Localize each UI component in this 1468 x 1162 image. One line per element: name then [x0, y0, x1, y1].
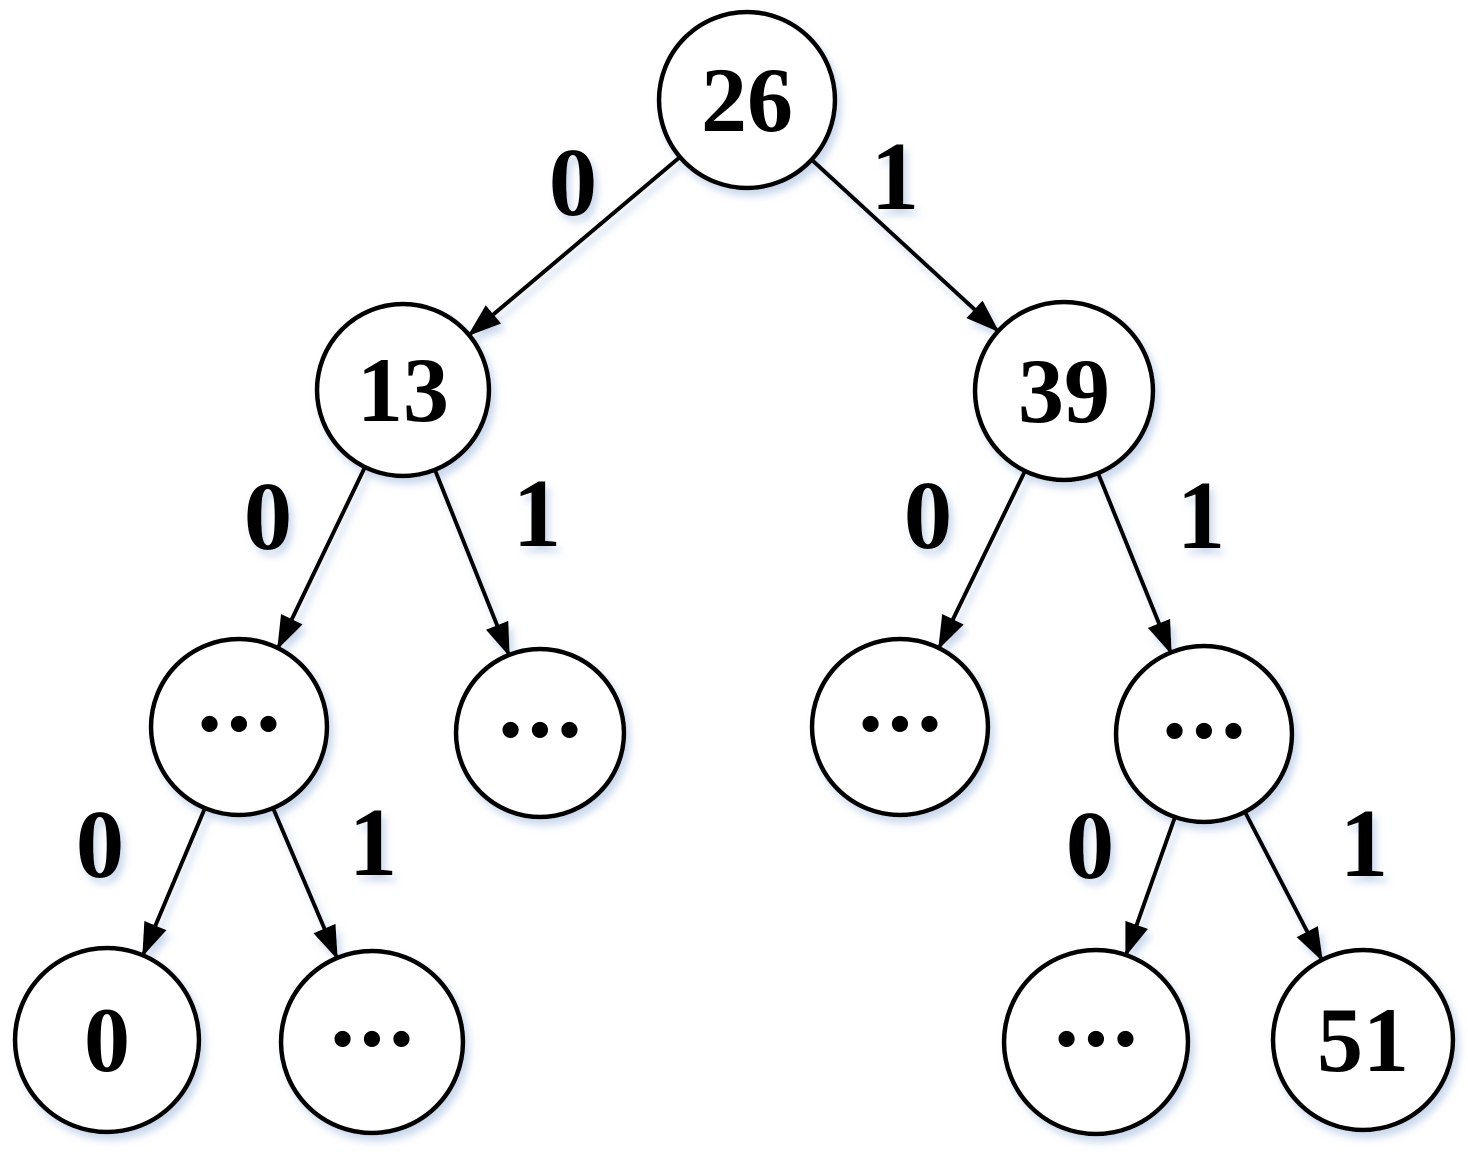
edge-rr-left [1124, 816, 1177, 957]
node-leaf-51-label: 51 [1317, 989, 1409, 1091]
node-ellipsis-rl-label: ••• [856, 698, 944, 752]
node-ellipsis-rl: ••• [809, 636, 991, 818]
node-leaf-0-label: 0 [84, 989, 130, 1091]
node-ellipsis-ll: ••• [148, 636, 330, 818]
node-ellipsis-llr-label: ••• [328, 1013, 416, 1067]
edge-label-13-left: 0 [244, 463, 293, 570]
node-13: 13 [314, 301, 492, 479]
node-leaf-51: 51 [1270, 947, 1456, 1133]
node-leaf-0-circle [12, 945, 202, 1135]
node-root: 26 [656, 9, 838, 191]
edge-label-13-right: 1 [513, 460, 562, 567]
node-ellipsis-lr: ••• [453, 646, 627, 820]
node-ellipsis-llr: ••• [278, 948, 466, 1136]
edge-ll-right [271, 807, 339, 960]
edge-rr-right [1243, 811, 1324, 962]
node-ellipsis-rl-circle [809, 636, 991, 818]
node-ellipsis-rrl-label: ••• [1052, 1013, 1140, 1067]
edge-label-rr-right: 1 [1340, 790, 1389, 897]
edge-label-ll-left: 0 [76, 791, 125, 898]
node-ellipsis-ll-label: ••• [195, 698, 283, 752]
node-13-circle [314, 301, 492, 479]
edge-13-right [433, 469, 511, 657]
node-39-label: 39 [1018, 340, 1110, 442]
edge-root-to-39 [810, 158, 1000, 333]
node-39-circle [972, 299, 1156, 483]
node-13-label: 13 [357, 339, 449, 441]
edge-label-ll-right: 1 [349, 789, 398, 896]
node-ellipsis-llr-circle [278, 948, 466, 1136]
edge-13-left [276, 466, 367, 650]
tree-edge-labels: 0 1 0 1 0 1 0 1 0 1 [76, 123, 1389, 899]
node-leaf-51-circle [1270, 947, 1456, 1133]
node-leaf-0: 0 [12, 945, 202, 1135]
edge-root-to-13 [467, 155, 682, 337]
edge-label-root-right: 1 [871, 123, 920, 230]
tree-nodes: 26 13 39 ••• ••• [12, 9, 1456, 1137]
edge-label-root-left: 0 [549, 129, 598, 236]
node-ellipsis-rrl-circle [1001, 947, 1191, 1137]
node-ellipsis-lr-label: ••• [496, 704, 584, 758]
node-root-label: 26 [701, 49, 793, 151]
edge-label-rr-left: 0 [1066, 792, 1115, 899]
edge-39-left [937, 470, 1027, 650]
edge-ll-left [141, 807, 207, 957]
tree-edges [141, 155, 1324, 962]
node-ellipsis-ll-circle [148, 636, 330, 818]
node-ellipsis-rr-circle [1113, 643, 1295, 825]
node-ellipsis-rrl: ••• [1001, 947, 1191, 1137]
edge-39-right [1096, 472, 1173, 655]
edge-label-39-right: 1 [1177, 462, 1226, 569]
node-ellipsis-lr-circle [453, 646, 627, 820]
node-ellipsis-rr: ••• [1113, 643, 1295, 825]
node-ellipsis-rr-label: ••• [1160, 705, 1248, 759]
node-39: 39 [972, 299, 1156, 483]
edge-label-39-left: 0 [904, 462, 953, 569]
node-root-circle [656, 9, 838, 191]
